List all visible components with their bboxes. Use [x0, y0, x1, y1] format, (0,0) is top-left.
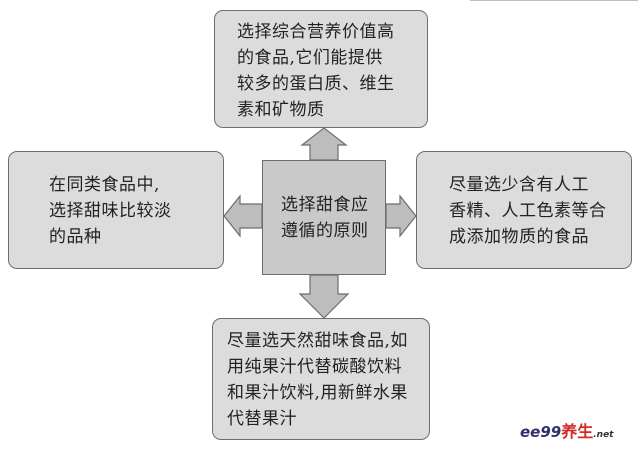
top-line-2: 的食品,它们能提供 [237, 48, 383, 68]
top-line-4: 素和矿物质 [237, 100, 325, 120]
center-line-1: 选择甜食应 [281, 194, 369, 215]
right-line-3: 成添加物质的食品 [449, 227, 589, 247]
bottom-line-4: 代替果汁 [227, 409, 297, 429]
left-line-2: 选择甜味比较淡 [49, 201, 172, 221]
watermark-mid: 养生 [561, 422, 594, 441]
left-principle-box: 在同类食品中, 选择甜味比较淡 的品种 [8, 151, 224, 269]
center-principle-box: 选择甜食应 遵循的原则 [262, 160, 386, 275]
top-edge-line [470, 0, 638, 3]
arrow-up [300, 127, 348, 161]
watermark-tld: .net [593, 430, 614, 440]
left-line-3: 的品种 [49, 227, 102, 247]
bottom-line-1: 尽量选天然甜味食品,如 [227, 331, 408, 351]
arrow-down [298, 274, 350, 319]
arrow-left [223, 194, 263, 238]
center-line-2: 遵循的原则 [281, 220, 369, 241]
right-principle-box: 尽量选少含有人工 香精、人工色素等合 成添加物质的食品 [416, 151, 632, 269]
top-principle-box: 选择综合营养价值高 的食品,它们能提供 较多的蛋白质、维生 素和矿物质 [214, 10, 428, 128]
right-line-1: 尽量选少含有人工 [449, 175, 589, 195]
arrow-right [385, 194, 417, 238]
right-line-2: 香精、人工色素等合 [449, 201, 607, 221]
top-line-1: 选择综合营养价值高 [237, 22, 395, 42]
bottom-line-3: 和果汁饮料,用新鲜水果 [227, 383, 408, 403]
left-line-1: 在同类食品中, [49, 175, 160, 195]
watermark-prefix: ee99 [520, 423, 562, 441]
top-line-3: 较多的蛋白质、维生 [237, 74, 395, 94]
bottom-line-2: 用纯果汁代替碳酸饮料 [227, 357, 402, 377]
bottom-principle-box: 尽量选天然甜味食品,如 用纯果汁代替碳酸饮料 和果汁饮料,用新鲜水果 代替果汁 [212, 318, 430, 440]
watermark-logo: ee99养生.net [520, 418, 613, 442]
